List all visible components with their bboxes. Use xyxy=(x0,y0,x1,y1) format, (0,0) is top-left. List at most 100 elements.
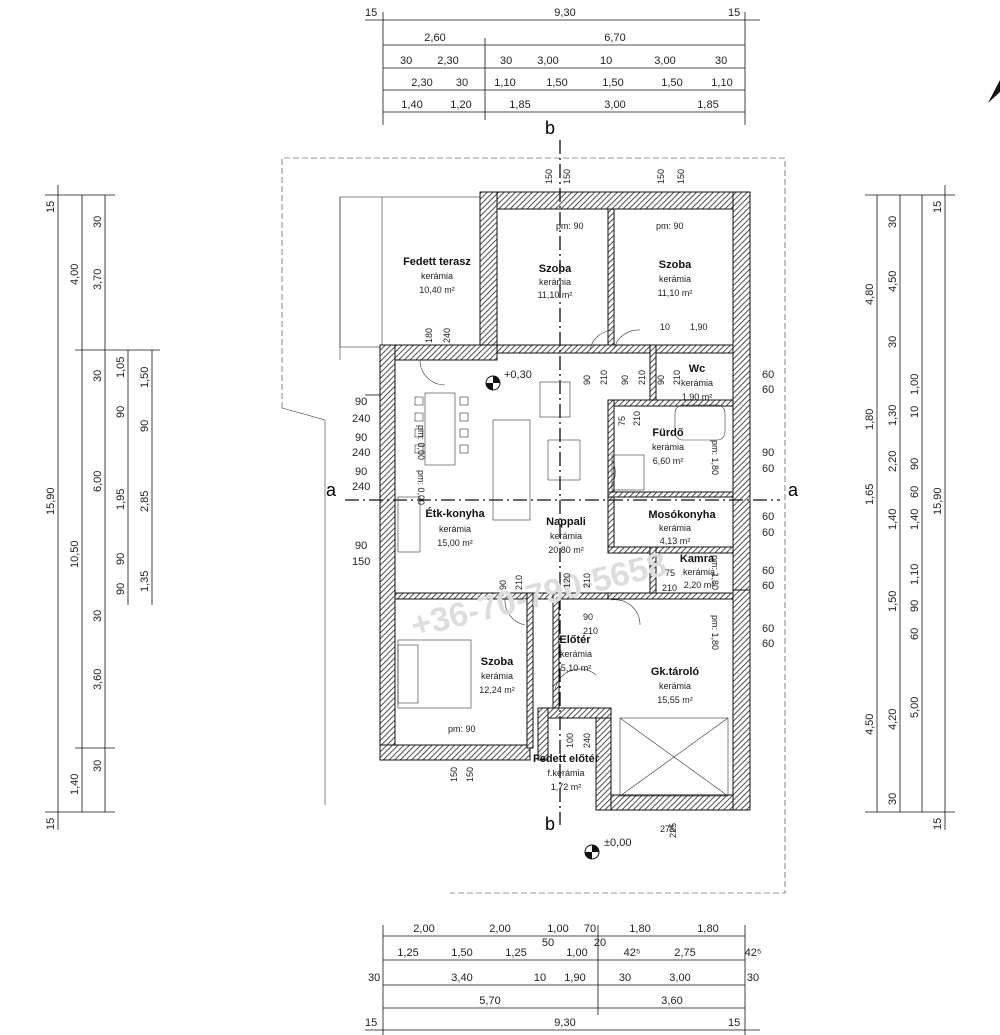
svg-text:1,00: 1,00 xyxy=(566,947,587,959)
svg-text:3,00: 3,00 xyxy=(654,55,675,67)
svg-text:1,00: 1,00 xyxy=(547,923,568,935)
svg-text:30: 30 xyxy=(887,216,899,228)
svg-text:15: 15 xyxy=(728,7,740,19)
svg-text:1,72 m²: 1,72 m² xyxy=(551,782,582,792)
svg-text:30: 30 xyxy=(887,336,899,348)
svg-text:20: 20 xyxy=(594,937,606,949)
svg-text:pm: 1,80: pm: 1,80 xyxy=(710,615,720,650)
svg-text:60: 60 xyxy=(909,486,921,498)
svg-text:5,70: 5,70 xyxy=(479,995,500,1007)
dimension-chain-left xyxy=(45,185,380,830)
svg-text:10: 10 xyxy=(909,406,921,418)
room-szoba-3: Szoba kerámia 12,24 m² xyxy=(479,656,515,695)
svg-text:30: 30 xyxy=(92,760,104,772)
svg-text:kerámia: kerámia xyxy=(659,681,691,691)
svg-text:70: 70 xyxy=(584,923,596,935)
svg-text:1,95: 1,95 xyxy=(115,489,127,510)
svg-text:12,24 m²: 12,24 m² xyxy=(479,685,515,695)
svg-text:+0,30: +0,30 xyxy=(504,369,532,381)
svg-text:210: 210 xyxy=(582,573,592,588)
dimension-text-right: 4,80 1,80 1,65 4,50 30 4,50 30 1,30 2,20… xyxy=(762,201,944,830)
section-mark-b-bottom: b xyxy=(545,814,555,834)
svg-text:15,90: 15,90 xyxy=(45,487,57,515)
svg-text:90: 90 xyxy=(582,375,592,385)
svg-text:210: 210 xyxy=(637,370,647,385)
level-marker-ground: ±0,00 xyxy=(584,837,631,860)
svg-text:90: 90 xyxy=(909,600,921,612)
svg-text:275: 275 xyxy=(660,824,675,834)
svg-text:120: 120 xyxy=(562,573,572,588)
svg-text:2,20 m²: 2,20 m² xyxy=(684,580,715,590)
svg-text:kerámia: kerámia xyxy=(481,671,513,681)
svg-text:kerámia: kerámia xyxy=(681,378,713,388)
svg-text:15: 15 xyxy=(728,1017,740,1029)
dimension-text-left: 15 15,90 15 4,00 10,50 1,40 30 3,70 30 6… xyxy=(45,201,370,830)
svg-text:30: 30 xyxy=(400,55,412,67)
svg-text:Nappali: Nappali xyxy=(546,516,586,528)
svg-text:30: 30 xyxy=(619,972,631,984)
svg-text:60: 60 xyxy=(762,384,774,396)
svg-text:1,85: 1,85 xyxy=(697,99,718,111)
svg-text:Szoba: Szoba xyxy=(539,263,572,275)
svg-text:pm: 90: pm: 90 xyxy=(448,724,476,734)
svg-text:90: 90 xyxy=(115,406,127,418)
svg-text:30: 30 xyxy=(92,610,104,622)
svg-text:Fürdő: Fürdő xyxy=(652,427,683,439)
svg-text:30: 30 xyxy=(456,77,468,89)
svg-text:60: 60 xyxy=(762,638,774,650)
svg-text:1,85: 1,85 xyxy=(509,99,530,111)
svg-text:90: 90 xyxy=(656,375,666,385)
room-szoba-1: Szoba kerámia 11,10 m² xyxy=(538,263,573,300)
svg-text:2,30: 2,30 xyxy=(411,77,432,89)
svg-text:11,10 m²: 11,10 m² xyxy=(658,288,693,298)
svg-text:5,00: 5,00 xyxy=(909,697,921,718)
room-wc: Wc kerámia 1,90 m² xyxy=(681,363,713,402)
svg-text:60: 60 xyxy=(762,527,774,539)
svg-text:pm: 0,00: pm: 0,00 xyxy=(416,470,426,505)
svg-text:60: 60 xyxy=(762,511,774,523)
opening-labels: 150 150 150 150 180 240 90 210 90 210 90… xyxy=(424,169,708,838)
dimension-chain-right xyxy=(865,185,955,830)
svg-text:150: 150 xyxy=(544,169,554,184)
svg-text:f.kerámia: f.kerámia xyxy=(547,768,584,778)
svg-text:1,80: 1,80 xyxy=(629,923,650,935)
svg-text:90: 90 xyxy=(498,580,508,590)
svg-text:Étk-konyha: Étk-konyha xyxy=(425,507,485,520)
svg-text:100: 100 xyxy=(565,733,575,748)
svg-text:75: 75 xyxy=(617,416,627,426)
svg-text:1,50: 1,50 xyxy=(661,77,682,89)
svg-text:Fedett terasz: Fedett terasz xyxy=(403,256,471,268)
svg-text:Kamra: Kamra xyxy=(680,553,715,565)
svg-text:1,80: 1,80 xyxy=(864,409,876,430)
svg-text:1,90: 1,90 xyxy=(564,972,585,984)
svg-text:10: 10 xyxy=(660,322,670,332)
svg-text:90: 90 xyxy=(115,553,127,565)
room-fedett-terasz: Fedett terasz kerámia 10,40 m² xyxy=(403,256,471,295)
svg-text:4,13 m²: 4,13 m² xyxy=(660,536,691,546)
svg-text:150: 150 xyxy=(656,169,666,184)
svg-text:3,70: 3,70 xyxy=(92,269,104,290)
svg-text:240: 240 xyxy=(352,447,370,459)
room-kamra: Kamra kerámia 2,20 m² xyxy=(680,553,715,590)
dimension-text-bottom: 2,00 2,00 1,00 70 1,80 1,80 50 20 1,25 1… xyxy=(365,923,761,1029)
svg-text:30: 30 xyxy=(92,216,104,228)
svg-text:pm: 1,80: pm: 1,80 xyxy=(710,555,720,590)
svg-text:15,00 m²: 15,00 m² xyxy=(437,538,473,548)
svg-text:210: 210 xyxy=(599,370,609,385)
dimension-text-top: 15 9,30 15 2,60 6,70 30 2,30 30 3,00 10 … xyxy=(365,7,740,111)
svg-text:15: 15 xyxy=(365,1017,377,1029)
svg-text:1,50: 1,50 xyxy=(887,591,899,612)
svg-text:210: 210 xyxy=(662,583,677,593)
svg-text:90: 90 xyxy=(355,396,367,408)
svg-text:kerámia: kerámia xyxy=(439,524,471,534)
svg-text:pm: 0,00: pm: 0,00 xyxy=(416,425,426,460)
svg-text:2,20: 2,20 xyxy=(887,451,899,472)
svg-text:kerámia: kerámia xyxy=(550,531,582,541)
section-mark-a-left: a xyxy=(326,480,337,500)
svg-text:1,65: 1,65 xyxy=(864,484,876,505)
svg-text:2,60: 2,60 xyxy=(424,32,445,44)
section-mark-b-top: b xyxy=(545,118,555,138)
svg-text:10,40 m²: 10,40 m² xyxy=(419,285,455,295)
svg-text:1,40: 1,40 xyxy=(887,509,899,530)
room-furdo: Fürdő kerámia 6,60 m² xyxy=(652,427,684,466)
